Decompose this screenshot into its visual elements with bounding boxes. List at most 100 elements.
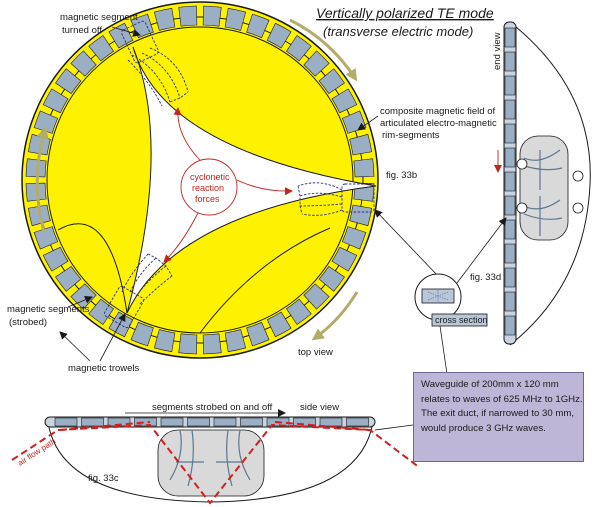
rim-segment [331, 246, 358, 272]
side-view-segment [134, 417, 157, 427]
rotation-arrow-left [35, 126, 49, 233]
end-view-node-2 [516, 202, 528, 214]
end-view-segment [504, 291, 516, 312]
rim-segment [202, 5, 222, 27]
composite-leader [357, 115, 379, 131]
end-view-node-1 [516, 158, 528, 170]
rim-segment [55, 265, 82, 292]
end-view-duct [519, 135, 569, 241]
end-view-segment [504, 147, 516, 168]
rim-segment [88, 298, 115, 325]
trowels-label: magnetic trowels [68, 363, 140, 374]
rim-segment [153, 329, 176, 353]
side-view-segment [81, 417, 104, 427]
rim-segment [27, 133, 51, 156]
end-view-segment [504, 315, 516, 336]
end-view-segment [504, 267, 516, 288]
side-view-segment [54, 417, 78, 427]
rim-segment [331, 88, 358, 114]
end-view-segment [504, 243, 516, 264]
rotation-arrow-bottom [311, 291, 359, 341]
end-view-node-4 [572, 202, 584, 214]
end-view-label: end view [492, 32, 503, 70]
cavity-right-arc [199, 227, 331, 334]
end-view-segment [504, 75, 516, 96]
end-view-node-3 [572, 170, 584, 182]
side-view-segment [319, 417, 343, 427]
fig-33c-label: fig. 33c [88, 473, 119, 484]
side-view-label: side view [300, 402, 339, 413]
rim-segment [349, 204, 373, 227]
rim-segment [153, 7, 176, 31]
segment-off-label-1: magnetic segment [60, 12, 138, 23]
rim-segment [70, 50, 97, 77]
cross-section-leader-note [439, 325, 448, 375]
cyclonetic-label-1: cyclonetic [190, 172, 230, 182]
strobed-label-1: magnetic segments [7, 304, 90, 315]
segment-off-leader [111, 26, 141, 37]
field-lobe-right [297, 182, 375, 216]
side-view [11, 409, 421, 505]
composite-label-3: rim-segments [382, 130, 440, 141]
rim-segment [318, 68, 345, 95]
reaction-arrow-bottom [163, 212, 199, 263]
end-view-segment [504, 219, 516, 240]
rim-segment [353, 158, 375, 178]
rim-segment [42, 246, 69, 272]
end-view-segments [504, 27, 516, 336]
rim-segment [246, 321, 270, 347]
rim-segment [341, 226, 367, 250]
end-view-segment [504, 195, 516, 216]
reaction-arrow-top [173, 107, 201, 161]
segments-strobed-label: segments strobed on and off [152, 402, 273, 413]
side-view-segment [187, 417, 210, 427]
segment-off-label-2: turned off [62, 25, 102, 36]
cross-section-leader-right [456, 217, 507, 284]
side-view-duct [157, 429, 265, 497]
central-cavity [126, 46, 377, 314]
rim-segment [266, 22, 292, 49]
rim-segment [42, 88, 69, 114]
field-lobe-bottom [104, 253, 173, 329]
rim-segment [349, 133, 373, 156]
composite-label-2: articulated electro-magnetic [380, 118, 497, 129]
cyclonetic-label-2: reaction [192, 183, 224, 193]
field-lobe-top [121, 20, 189, 107]
cyclonetic-label-3: forces [195, 194, 220, 204]
rim-segment [266, 311, 292, 338]
side-view-segment [160, 417, 184, 427]
side-view-segment [213, 417, 237, 427]
reaction-arrow-right [236, 179, 293, 196]
cavity-left-arc [57, 223, 128, 314]
note-line-3: The exit duct, if narrowed to 30 mm, [421, 408, 575, 420]
rim-segments [25, 5, 375, 355]
strobed-label-2: (strobed) [9, 317, 47, 328]
rim-segment [285, 298, 312, 325]
end-view-segment [504, 27, 516, 48]
air-flow-return [59, 421, 371, 431]
rim-segment [303, 50, 330, 77]
note-line-4: would produce 3 GHz waves. [421, 422, 546, 434]
rim-segment [285, 35, 312, 62]
rim-segment [33, 226, 59, 250]
rim-segment [202, 333, 222, 355]
cyclonetic-ring [180, 158, 238, 216]
side-view-segment [346, 417, 369, 427]
diagram-title: Vertically polarized TE mode [316, 5, 494, 21]
rim-segment [224, 329, 247, 353]
side-to-note-leader [374, 424, 414, 431]
side-view-trowel-right [216, 429, 251, 487]
top-view-disc: cyclonetic reaction forces [21, 1, 379, 359]
cross-section-tag [431, 313, 488, 327]
end-view [494, 21, 591, 346]
cross-section-leader-top [374, 209, 439, 277]
rim-segment [303, 283, 330, 310]
rotation-arrow-top [289, 18, 358, 82]
side-view-segment [240, 417, 263, 427]
air-flow-path [11, 423, 421, 505]
end-view-segment [504, 123, 516, 144]
rim-segment [108, 22, 134, 49]
diagram-subtitle: (transverse electric mode) [323, 24, 473, 39]
end-view-trowel-top [523, 149, 563, 190]
